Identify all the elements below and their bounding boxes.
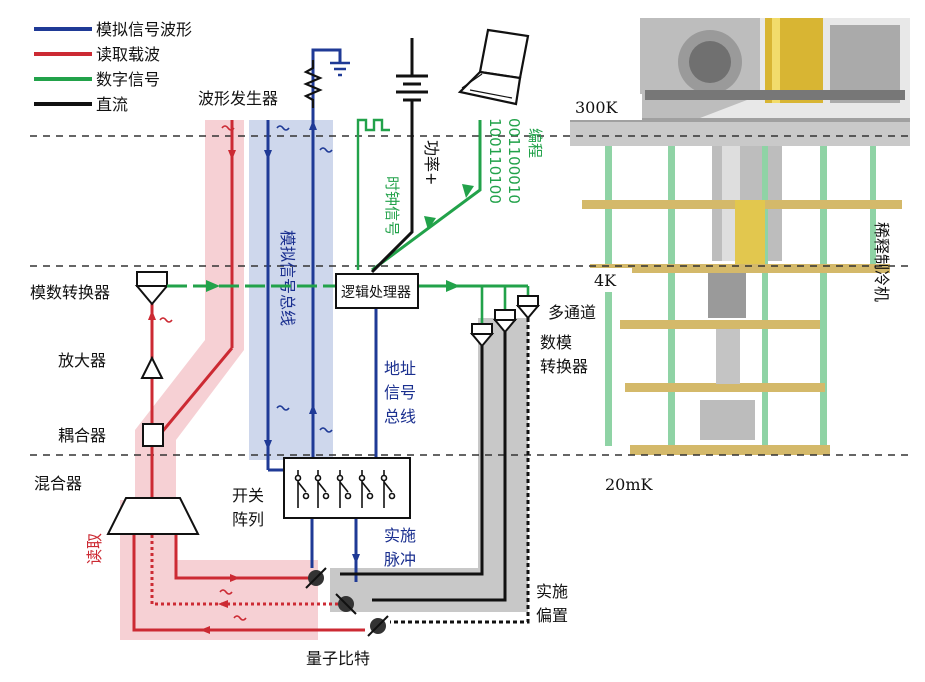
power-label: 功率+ — [422, 140, 441, 185]
ground-icon — [311, 48, 350, 110]
pulse-label-2: 脉冲 — [384, 550, 416, 569]
bits1-label: 100110100 — [486, 118, 504, 204]
legend-label-dc: 直流 — [96, 95, 128, 114]
switch-label-1: 开关 — [232, 486, 264, 505]
legend: 模拟信号波形 读取载波 数字信号 直流 — [34, 20, 192, 114]
laptop-icon — [457, 28, 530, 106]
resistor-icon — [303, 60, 323, 108]
mixer-label: 混合器 — [34, 474, 82, 493]
dc-line — [370, 118, 414, 274]
bits2-label: 001100010 — [505, 118, 523, 204]
fridge-label: 稀释制冷机 — [872, 222, 891, 302]
t20m-label: 20mK — [605, 475, 654, 494]
analog-lines — [264, 110, 378, 582]
dilution-refrigerator — [570, 18, 910, 455]
logic-processor-label: 逻辑处理器 — [341, 285, 411, 301]
bias-label-2: 偏置 — [536, 606, 568, 625]
legend-label-digital: 数字信号 — [96, 70, 160, 89]
multi-channel-label: 多通道 — [548, 303, 596, 322]
adc-symbol — [134, 271, 170, 306]
battery-icon — [396, 38, 428, 118]
coupler-label: 耦合器 — [58, 426, 106, 445]
t300-label: 300K — [575, 98, 619, 117]
switch-array — [283, 457, 411, 519]
t4-label-bg — [590, 268, 632, 292]
awg-label: 波形发生器 — [198, 89, 278, 108]
bias-label-1: 实施 — [536, 582, 568, 601]
pulse-label-1: 实施 — [384, 526, 416, 545]
digital-lines — [167, 118, 530, 324]
amplifier-icon — [140, 355, 164, 379]
address-bus-label-3: 总线 — [384, 407, 416, 426]
qubit-icons — [305, 567, 389, 637]
dac-label-1: 数模 — [540, 333, 572, 352]
analog-bus-label: 模拟信号总线 — [278, 230, 297, 326]
temperature-boundaries — [30, 135, 910, 456]
bias-lines — [340, 318, 530, 624]
readout-label: 读取 — [85, 533, 104, 565]
clock-label: 时钟信号 — [383, 176, 401, 236]
amplifier-label: 放大器 — [58, 351, 106, 370]
switch-label-2: 阵列 — [232, 510, 264, 529]
dac-symbols — [469, 295, 541, 348]
logic-processor-box — [335, 273, 419, 309]
t4-label: 4K — [594, 271, 617, 290]
adc-label: 模数转换器 — [30, 283, 110, 302]
address-bus-label-1: 地址 — [384, 359, 416, 378]
readout-lines — [132, 120, 365, 634]
mixer-icon — [106, 497, 200, 535]
legend-label-analog: 模拟信号波形 — [96, 20, 192, 39]
t300-label-bg — [570, 94, 642, 120]
program-label: 编程 — [526, 128, 544, 158]
legend-label-readout: 读取载波 — [96, 45, 160, 64]
coupler-icon — [142, 423, 164, 447]
qubit-label: 量子比特 — [306, 649, 370, 668]
address-bus-label-2: 信号 — [384, 383, 416, 402]
dac-label-2: 转换器 — [540, 357, 588, 376]
